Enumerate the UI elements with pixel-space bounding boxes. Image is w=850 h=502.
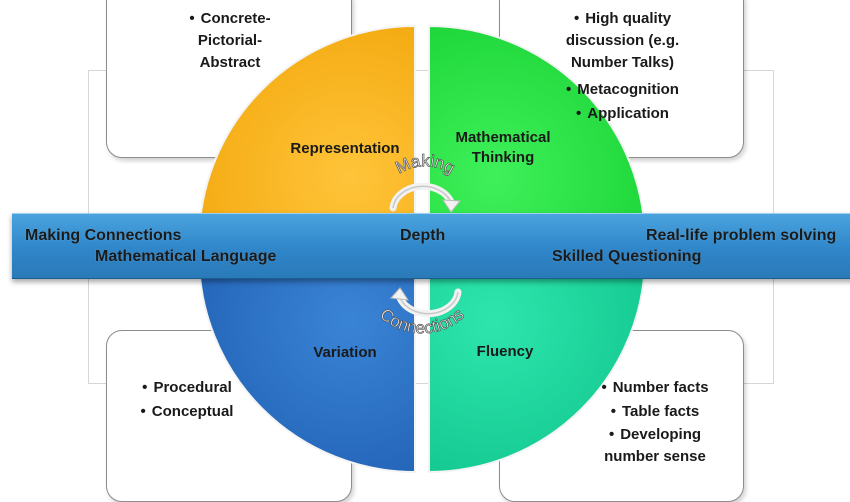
bullet-icon: • — [142, 379, 148, 396]
bullet-icon: • — [189, 10, 195, 27]
cycle-arrows: Making Connections — [376, 151, 468, 338]
list-top-right: •High quality discussion (e.g. Number Ta… — [520, 8, 725, 126]
list-item: •Number facts — [601, 379, 709, 396]
band-mathematical-language: Mathematical Language — [95, 248, 277, 265]
bullet-icon: • — [566, 81, 572, 98]
list-item: •Metacognition — [566, 81, 679, 98]
label-variation: Variation — [313, 344, 377, 361]
label-representation: Representation — [290, 140, 400, 157]
bullet-icon: • — [610, 403, 616, 420]
list-item: •Procedural — [142, 379, 232, 396]
list-item: •High quality discussion (e.g. Number Ta… — [565, 10, 680, 71]
list-item: •Table facts — [610, 403, 700, 420]
list-top-left: •Concrete-Pictorial-Abstract — [130, 8, 330, 74]
list-item: •Developing number sense — [604, 426, 706, 465]
arrow-text-connections: Connections — [376, 305, 467, 338]
list-bottom-left: •Procedural •Conceptual — [112, 376, 262, 424]
list-item: •Conceptual — [140, 403, 234, 420]
quadrant-mathematical-thinking — [428, 24, 647, 243]
label-mathematical-thinking: Mathematical Thinking — [455, 129, 551, 166]
list-bottom-right: •Number facts •Table facts •Developing n… — [580, 376, 730, 468]
bullet-icon: • — [608, 426, 615, 443]
band-skilled-questioning: Skilled Questioning — [552, 248, 702, 265]
quadrant-representation — [197, 24, 416, 243]
band-real-life-problem-solving: Real-life problem solving — [646, 227, 837, 244]
quadrant-fluency — [428, 255, 647, 474]
list-item: •Concrete-Pictorial-Abstract — [189, 10, 271, 71]
band-making-connections: Making Connections — [25, 227, 182, 244]
bullet-icon: • — [601, 379, 607, 396]
quadrant-circle — [197, 24, 647, 474]
arrow-text-making: Making — [392, 151, 458, 177]
cycle-arrow-bottom-icon — [389, 287, 462, 318]
quadrant-variation — [197, 255, 416, 474]
bullet-icon: • — [140, 403, 146, 420]
depth-band — [12, 213, 850, 279]
band-depth: Depth — [400, 227, 446, 244]
label-fluency: Fluency — [476, 343, 534, 360]
cycle-arrow-top-icon — [389, 182, 462, 213]
diagram-stage: •Concrete-Pictorial-Abstract •High quali… — [12, 0, 850, 502]
list-item: •Application — [576, 105, 669, 122]
bullet-icon: • — [576, 105, 582, 122]
bullet-icon: • — [573, 10, 580, 27]
